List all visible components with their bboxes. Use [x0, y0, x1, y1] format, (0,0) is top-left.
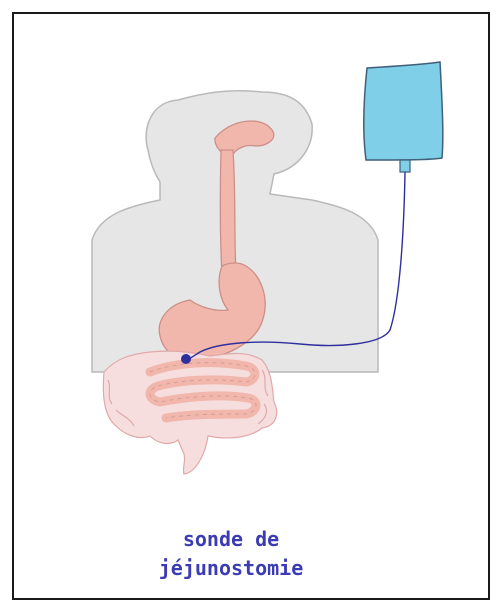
esophagus: [219, 149, 237, 275]
feeding-tube: [187, 171, 406, 361]
caption-line-1: sonde de: [182, 527, 280, 551]
jejunum-loops-outline: [149, 362, 257, 419]
colon-haustra: [107, 369, 269, 427]
bag-outlet: [399, 159, 411, 173]
feeding-bag[interactable]: [363, 61, 444, 161]
caption-line-2: jéjunostomie: [158, 556, 304, 580]
tube-insertion-point: [181, 354, 191, 364]
diagram-caption: sonde de jéjunostomie: [96, 525, 366, 583]
